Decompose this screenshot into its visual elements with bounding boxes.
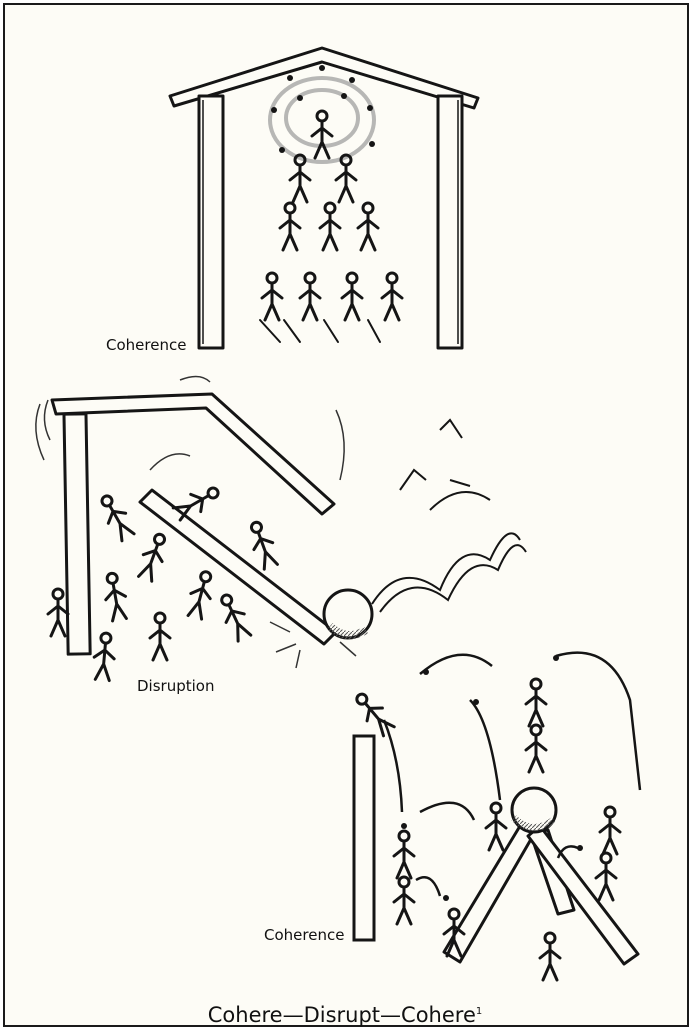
collapsed-house (52, 394, 336, 654)
label-coherence-bottom: Coherence (264, 926, 344, 944)
coherence-house (170, 48, 478, 348)
standing-pillar (64, 414, 90, 654)
caption-footnote-mark: 1 (476, 1006, 482, 1017)
new-structure (444, 788, 638, 964)
figure-caption: Cohere—Disrupt—Cohere1 (0, 1003, 690, 1027)
rebuilding-people (351, 679, 620, 980)
label-disruption: Disruption (137, 677, 214, 695)
wrecking-ball (324, 590, 372, 638)
lone-pillar (354, 736, 374, 940)
label-coherence-top: Coherence (106, 336, 186, 354)
caption-text: Cohere—Disrupt—Cohere (208, 1003, 476, 1027)
ball-trail (372, 420, 526, 612)
